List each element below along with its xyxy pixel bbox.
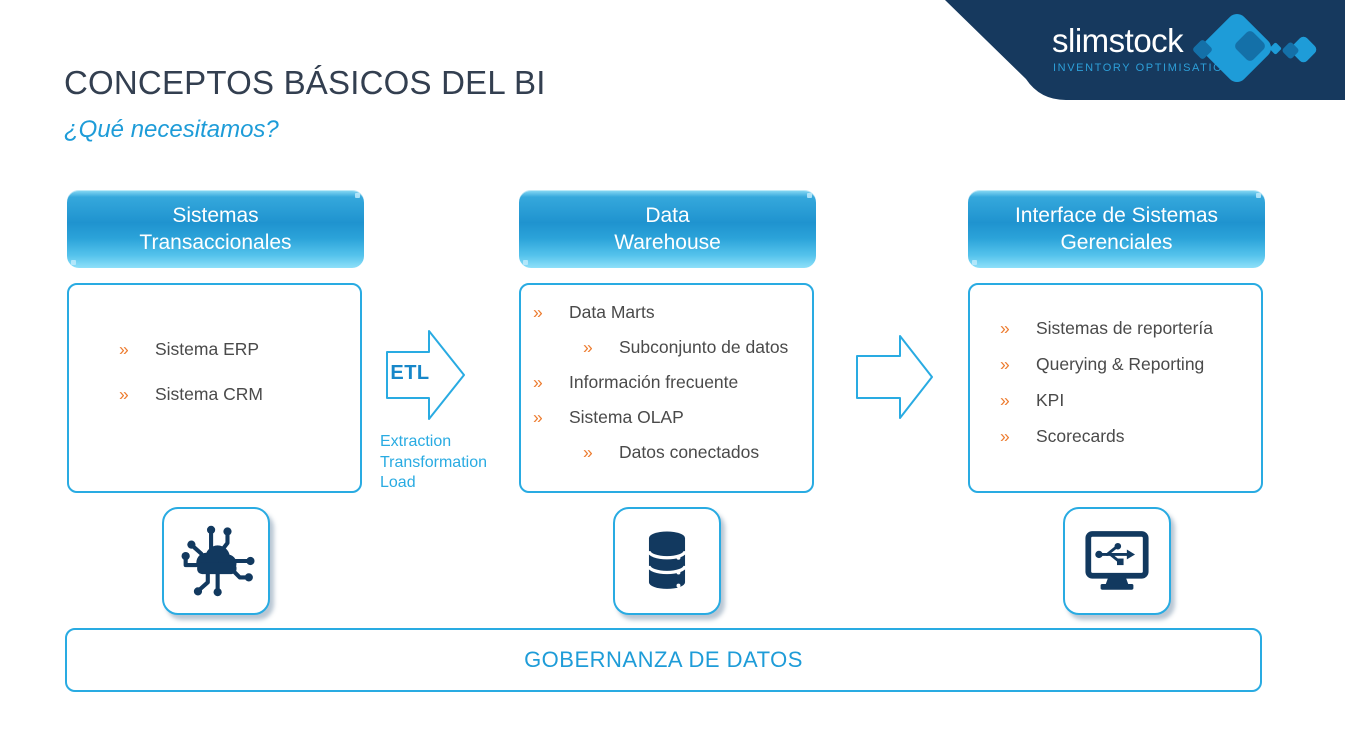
column-header-data-warehouse: Data Warehouse [519,190,816,268]
list-item: » Subconjunto de datos [583,335,812,359]
list-item: » Scorecards [1000,424,1261,448]
list-item: » Sistema CRM [119,382,360,406]
list-item: » Querying & Reporting [1000,352,1261,376]
etl-caption: Extraction Transformation Load [380,433,487,491]
chevron-bullet-icon: » [1000,426,1010,446]
chevron-bullet-icon: » [583,442,593,462]
etl-label: ETL [390,362,430,384]
chevron-bullet-icon: » [119,339,129,359]
list-item-label: Sistema CRM [155,384,263,404]
column-box-data-warehouse: » Data Marts » Subconjunto de datos » In… [519,283,814,493]
chevron-bullet-icon: » [1000,390,1010,410]
list-item-label: Scorecards [1036,426,1125,446]
chevron-bullet-icon: » [1000,354,1010,374]
etl-arrow-icon [386,330,465,420]
list-item-label: Querying & Reporting [1036,354,1205,374]
brand-tagline: INVENTORY OPTIMISATION [1053,62,1233,74]
chevron-bullet-icon: » [1000,318,1010,338]
column-header-sistemas-transaccionales: Sistemas Transaccionales [67,190,364,268]
list-item-label: Sistemas de reportería [1036,318,1214,338]
list-item: » Sistemas de reportería [1000,316,1261,340]
chevron-bullet-icon: » [533,302,543,322]
chevron-bullet-icon: » [583,337,593,357]
list-item-label: KPI [1036,390,1065,410]
page-title: CONCEPTOS BÁSICOS DEL BI [64,64,546,101]
chevron-bullet-icon: » [533,372,543,392]
list-item: » Información frecuente [533,370,812,394]
list-item: » KPI [1000,388,1261,412]
list-item-label: Sistema OLAP [569,407,684,427]
column-box-interface-sistemas-gerenciales: » Sistemas de reportería » Querying & Re… [968,283,1263,493]
data-governance-banner: GOBERNANZA DE DATOS [65,628,1262,692]
list-item: » Data Marts [533,300,812,324]
list-item-label: Datos conectados [619,442,760,462]
list-item-label: Data Marts [569,302,655,322]
list-item: » Sistema ERP [119,337,360,361]
list-item-label: Subconjunto de datos [619,337,789,357]
page-subtitle: ¿Qué necesitamos? [64,116,279,143]
cloud-network-icon [162,507,270,615]
list-item: » Sistema OLAP [533,405,812,429]
chevron-bullet-icon: » [119,384,129,404]
column-box-sistemas-transaccionales: » Sistema ERP » Sistema CRM [67,283,362,493]
database-icon [613,507,721,615]
list-item: » Datos conectados [583,440,812,464]
list-item-label: Información frecuente [569,372,739,392]
column-header-interface-sistemas-gerenciales: Interface de Sistemas Gerenciales [968,190,1265,268]
flow-arrow-icon [856,335,933,419]
list-item-label: Sistema ERP [155,339,260,359]
data-governance-label: GOBERNANZA DE DATOS [524,647,803,672]
chevron-bullet-icon: » [533,407,543,427]
monitor-usb-icon [1063,507,1171,615]
brand-logo-text: slimstock [1052,22,1184,59]
